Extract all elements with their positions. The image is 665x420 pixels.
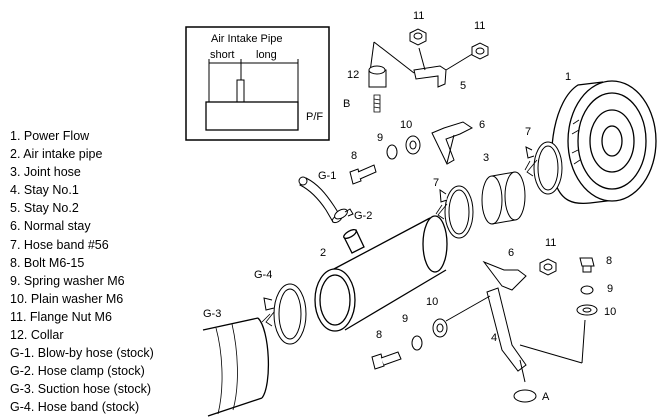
inset-short-label: short [210, 49, 234, 61]
legend-item: 11. Flange Nut M6 [10, 309, 112, 324]
legend-item: 9. Spring washer M6 [10, 273, 125, 288]
normal-stay-top [431, 121, 473, 165]
plain-washer-bottom [432, 318, 448, 338]
callout-4: 4 [491, 332, 497, 344]
callout-11-top: 11 [413, 10, 424, 22]
flange-nut-right [471, 42, 489, 60]
callout-7-left: 7 [433, 177, 439, 189]
flange-nut-lower [539, 258, 557, 276]
legend-item: 1. Power Flow [10, 129, 90, 143]
callout-11-lower: 11 [545, 237, 556, 249]
legend-item: 2. Air intake pipe [10, 147, 103, 162]
spring-washer-right [580, 285, 594, 295]
legend-item: G-3. Suction hose (stock) [10, 382, 152, 397]
mount-point-a [513, 389, 537, 403]
callout-12: 12 [347, 69, 359, 81]
legend-item: G-4. Hose band (stock) [10, 400, 140, 415]
legend-item: 3. Joint hose [10, 165, 81, 180]
callout-g4: G-4 [254, 269, 272, 281]
hose-band-left [435, 185, 474, 239]
stay-no2 [369, 41, 475, 88]
hose-band-stock [261, 283, 307, 345]
callout-g1: G-1 [318, 170, 336, 182]
callout-g2: G-2 [354, 210, 372, 222]
bolt-top [349, 164, 377, 185]
flange-nut-top [409, 28, 427, 46]
spring-washer-top [386, 144, 398, 160]
callout-8-right: 8 [606, 255, 612, 267]
callout-5: 5 [460, 80, 466, 92]
normal-stay-bottom [482, 260, 527, 291]
callout-b: B [343, 98, 350, 110]
bolt-right [579, 257, 595, 273]
collar [368, 65, 387, 113]
callout-2: 2 [320, 247, 326, 259]
callout-6-bottom: 6 [508, 247, 514, 259]
legend-item: G-1. Blow-by hose (stock) [10, 346, 154, 361]
suction-hose [202, 317, 270, 417]
callout-9-right: 9 [607, 283, 613, 295]
callout-10-right: 10 [604, 306, 616, 318]
callout-9-top: 9 [377, 132, 383, 144]
callout-8-bottom: 8 [376, 329, 382, 341]
legend-item: G-2. Hose clamp (stock) [10, 364, 145, 379]
parts-legend: 1. Power Flow 2. Air intake pipe 3. Join… [10, 127, 154, 417]
callout-9-bottom: 9 [402, 313, 408, 325]
inset-pf-label: P/F [306, 111, 323, 123]
power-flow-filter [551, 80, 657, 205]
callout-11-right: 11 [474, 20, 485, 32]
joint-hose [481, 171, 526, 225]
callout-1: 1 [565, 71, 571, 83]
plain-washer-right [576, 304, 598, 316]
legend-item: 7. Hose band #56 [10, 237, 109, 252]
legend-item: 5. Stay No.2 [10, 201, 79, 216]
callout-g3: G-3 [203, 308, 221, 320]
inset-air-intake-pipe [185, 26, 330, 141]
legend-item: 6. Normal stay [10, 219, 91, 234]
bolt-bottom [371, 351, 402, 370]
legend-item: 8. Bolt M6-15 [10, 255, 85, 270]
hose-band-right [524, 141, 563, 195]
spring-washer-bottom [411, 335, 423, 351]
callout-a: A [542, 391, 550, 403]
air-intake-pipe [314, 215, 448, 332]
stay-no1 [445, 287, 586, 383]
legend-item: 4. Stay No.1 [10, 183, 79, 198]
inset-long-label: long [256, 49, 277, 61]
callout-8-top: 8 [351, 150, 357, 162]
callout-labels: Air Intake Pipe short long P/F 1 2 3 4 5… [203, 10, 616, 403]
legend-item: 12. Collar [10, 328, 64, 343]
inset-title: Air Intake Pipe [211, 33, 283, 45]
callout-6-top: 6 [479, 119, 485, 131]
plain-washer-top [405, 135, 421, 155]
callout-10-top: 10 [400, 119, 412, 131]
legend-item: 10. Plain washer M6 [10, 291, 124, 306]
callout-7-right: 7 [525, 126, 531, 138]
callout-10-bottom: 10 [426, 296, 438, 308]
callout-3: 3 [483, 152, 489, 164]
hose-clamp [334, 208, 354, 220]
